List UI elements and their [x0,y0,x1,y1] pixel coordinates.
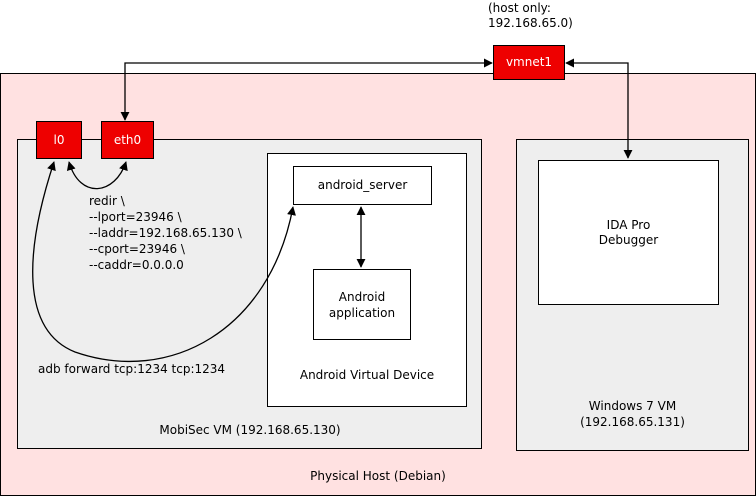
ida-pro-line2: Debugger [598,233,659,247]
eth0-label: eth0 [113,133,142,147]
physical-host-label: Physical Host (Debian) [310,469,446,483]
eth0-interface: eth0 [101,121,154,159]
ida-pro-debugger-box: IDA Pro Debugger [538,160,719,305]
vmnet1-label: vmnet1 [505,55,553,69]
android-server-label: android_server [317,178,408,192]
android-application-line2: application [328,306,396,320]
avd-label: Android Virtual Device [299,368,435,382]
redir-line-4: --cport=23946 \ [89,242,185,256]
windows7-vm-label-line1: Windows 7 VM [588,399,677,413]
vmnet1-interface: vmnet1 [493,45,565,80]
lo-interface: l0 [36,121,82,159]
android-application-box: Android application [313,269,411,340]
lo-label: l0 [53,133,65,147]
windows7-vm-label-line2: (192.168.65.131) [580,415,685,429]
host-only-note-line1: (host only: [488,1,551,15]
redir-line-3: --laddr=192.168.65.130 \ [89,226,242,240]
host-only-note-line2: 192.168.65.0) [488,16,573,30]
redir-line-5: --caddr=0.0.0.0 [89,258,184,272]
android-server-box: android_server [293,166,432,205]
android-application-line1: Android [338,290,386,304]
redir-line-2: --lport=23946 \ [89,210,182,224]
redir-line-1: redir \ [89,194,125,208]
adb-forward-command: adb forward tcp:1234 tcp:1234 [38,362,226,376]
mobisec-vm-label: MobiSec VM (192.168.65.130) [159,423,341,437]
ida-pro-line1: IDA Pro [606,218,651,232]
